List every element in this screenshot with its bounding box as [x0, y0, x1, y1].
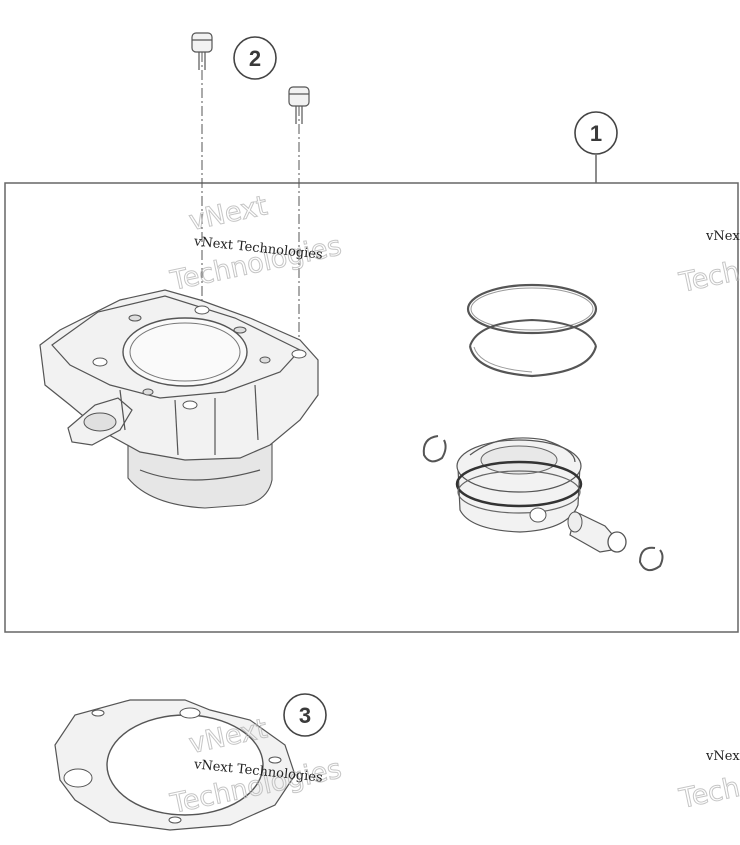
watermark-small-text-cut: vNext [705, 749, 740, 764]
callout-1-label: 1 [590, 121, 602, 146]
circlip-right [638, 546, 664, 572]
piston-pin [567, 511, 627, 553]
cylinder-bolt-right [288, 86, 310, 350]
circlip-left [422, 435, 447, 463]
cylinder-base-gasket [54, 699, 296, 831]
watermark-small-text-cut: vNext [705, 229, 740, 244]
callout-3[interactable]: 3 [283, 693, 327, 737]
callout-2[interactable]: 2 [233, 36, 277, 80]
watermark-top-right: vNext Tech [676, 229, 740, 300]
callout-3-label: 3 [299, 703, 311, 728]
callout-2-label: 2 [249, 46, 261, 71]
callout-1[interactable]: 1 [574, 111, 618, 155]
kit-frame [4, 182, 739, 633]
watermark-top-left: vNext Technologies vNext Technologies [167, 190, 345, 298]
cylinder [39, 289, 319, 509]
cylinder-bolt-left [191, 32, 213, 305]
piston [455, 437, 583, 533]
watermark-bottom-right: vNext Tech [676, 749, 740, 816]
watermark-big-text-cut: Tech [676, 256, 740, 299]
watermark-big-text-cut: Tech [676, 772, 740, 815]
piston-rings [466, 283, 598, 378]
watermark-big-line1: vNext [186, 190, 270, 237]
